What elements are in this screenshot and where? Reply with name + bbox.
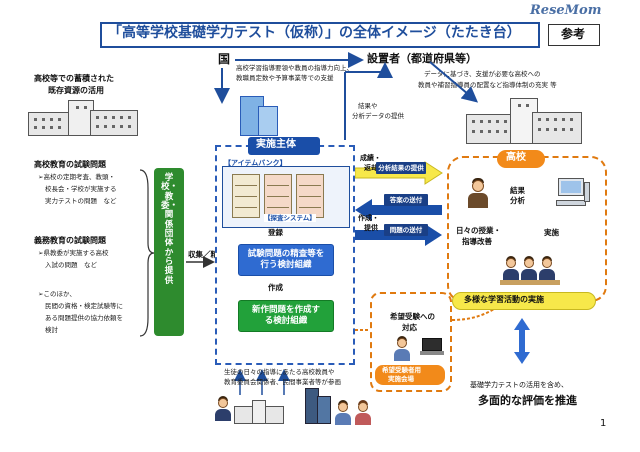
bottom-note-line1: 生徒の日々の指導にあたる高校教員や (224, 368, 335, 376)
search-system-label: 【探査システム】 (264, 214, 316, 223)
provider-bar-label: 学校・教委・関係団体から提供 (161, 173, 179, 286)
review-organization-box: 試験問題の精査等を 行う検討組織 (238, 244, 334, 276)
examinee-pill-line1: 希望受験者用 (382, 366, 421, 374)
title-bar (100, 22, 540, 48)
left-heading-line2: 既存資源の活用 (48, 86, 104, 95)
section1-line3: 実力テストの問題 など (45, 197, 117, 205)
examinee-person-icon (394, 336, 410, 361)
result-line2: 分析 (510, 196, 525, 205)
section2-title: 義務教育の試験問題 (34, 236, 106, 245)
results-note-line2: 分析データの提供 (352, 112, 404, 120)
page-title: 「高等学校基礎学力テスト（仮称）」の全体イメージ（たたき台） (108, 25, 521, 41)
teacher-person-icon (214, 396, 232, 422)
laptop-icon (420, 338, 444, 358)
kuni-note-line1: 高校学習指導要領や教員の指導力向上、 (236, 64, 353, 72)
create-box-line2: る検討組織 (264, 316, 308, 327)
examinee-pill-line2: 実施会場 (388, 375, 414, 383)
implementation-body-label: 実施主体 (256, 139, 296, 150)
section3-line4: 検討 (45, 326, 58, 334)
examinee-venue-pill (375, 365, 445, 385)
high-school-header (497, 150, 545, 168)
office-tower-icon (305, 388, 331, 424)
evaluation-heading: 多面的な評価を推進 (478, 394, 577, 407)
section2-line2: 入試の問題 など (45, 261, 97, 269)
reference-badge (548, 24, 600, 46)
resemom-logo: ReseMom (530, 3, 602, 18)
section3-line1: ➢このほか、 (38, 290, 76, 298)
reference-label: 参考 (561, 27, 586, 41)
section1-line2: 校長会・学校が実施する (45, 185, 117, 193)
implementation-body-header (248, 137, 320, 155)
provider-bar (154, 168, 184, 336)
review-box-line2: 行う検討組織 (260, 260, 312, 271)
shelf-icon (264, 174, 292, 218)
register-label: 登録 (268, 228, 283, 237)
daily-line1: 日々の授業・ (456, 226, 501, 235)
high-school-label: 高校 (506, 152, 526, 163)
section3-line3: ある問題提供の協力依頼を (45, 314, 123, 322)
setchisha-note-line1: データに基づき、支援が必要な高校への (424, 70, 541, 78)
answer-sheet-button: 答案の送付 (384, 194, 428, 206)
shelf-icon (296, 174, 324, 218)
office-building-icon (240, 96, 280, 136)
computer-icon (556, 178, 590, 208)
left-heading-line1: 高校等での蓄積された (34, 74, 114, 83)
bottom-note-line2: 教育委員会関係者、民間事業者等が参画 (224, 378, 341, 386)
create-label: 作成 (268, 283, 283, 292)
hensou-label: 返却 (364, 164, 378, 172)
examinee-line2: 対応 (402, 323, 417, 332)
students-icon (500, 256, 560, 286)
results-note-line1: 結果や (358, 102, 378, 110)
sakusei-teikyo-label: 作成・ (358, 214, 379, 222)
left-school-buildings-icon (28, 100, 138, 136)
daily-line2: 指導改善 (462, 237, 492, 246)
seiseki-label: 成績・ (360, 154, 381, 162)
diverse-activities-label: 多様な学習活動の実施 (464, 295, 544, 304)
review-box-line1: 試験問題の精査等を (247, 249, 325, 259)
evaluation-note: 基礎学力テストの活用を含め、 (470, 381, 568, 389)
setchisha-note-line2: 教員や補習指導員の配置など指導体制の充実 等 (418, 81, 557, 89)
question-sending-button: 問題の送付 (384, 224, 428, 236)
new-question-organization-box: 新作問題を作成す る検討組織 (238, 300, 334, 332)
kuni-note-line2: 教職員定数や予算事業等での支援 (236, 74, 334, 82)
item-bank-label: 【アイテムバンク】 (224, 159, 287, 167)
section3-line2: 民間の資格・検定試験等に (45, 302, 123, 310)
section2-line1: ➢県教委が実施する高校 (38, 249, 109, 257)
teikyo-label: 提供 (364, 224, 378, 232)
examinee-line1: 希望受験への (390, 312, 435, 321)
section1-title: 高校教育の試験問題 (34, 160, 106, 169)
analysis-results-button: 分析結果の提供 (376, 162, 426, 174)
teacher-person-icon (466, 178, 490, 208)
staff-person-icon (354, 400, 372, 425)
high-school-building-icon (466, 98, 582, 144)
kuni-label: 国 (218, 52, 231, 66)
setchisha-label: 設置者（都道府県等） (367, 52, 477, 65)
staff-person-icon (334, 400, 352, 425)
result-line1: 結果 (510, 186, 525, 195)
section1-line1: ➢高校の定期考査、教頭・ (38, 173, 115, 181)
jisshi-label: 実施 (544, 228, 559, 237)
shelf-icon (232, 174, 260, 218)
page-number: 1 (600, 418, 607, 429)
school-building-icon (234, 400, 284, 424)
create-box-line1: 新作問題を作成す (251, 305, 320, 315)
diverse-activities-oval (452, 292, 596, 310)
collect-label: 収集／精査 (188, 250, 226, 259)
